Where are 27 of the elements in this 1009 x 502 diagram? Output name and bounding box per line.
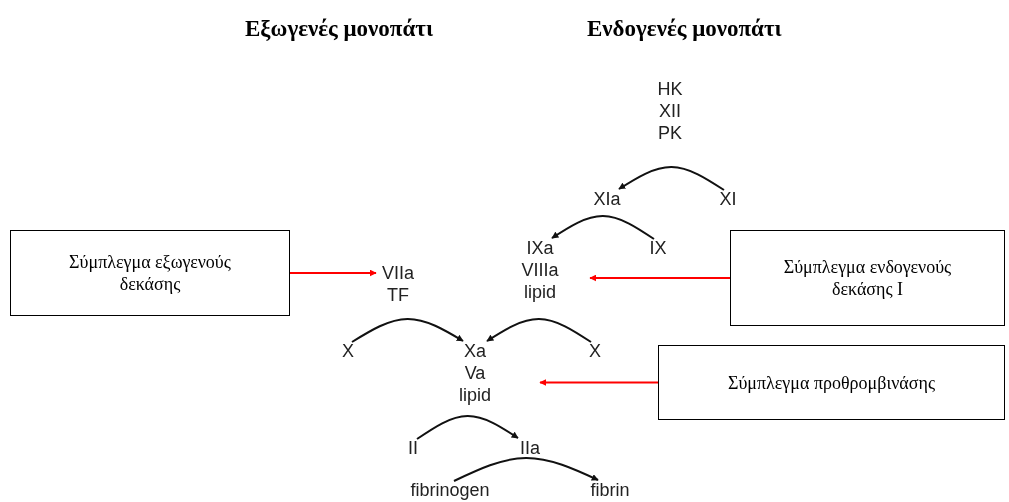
factor-label: IX (643, 237, 673, 259)
callout-box: Σύμπλεγμα προθρομβινάσης (658, 345, 1005, 420)
factor-label: XIa (585, 188, 629, 210)
curved-arrow (551, 215, 655, 240)
pathway-heading: Ενδογενές μονοπάτι (587, 16, 782, 42)
factor-label: X (336, 340, 360, 362)
factor-label: IIa (512, 437, 548, 459)
factor-label: XI (713, 188, 743, 210)
factor-label: IXa VIIIa lipid (490, 237, 590, 303)
pointer-arrow (289, 269, 377, 277)
curved-arrow (486, 318, 592, 343)
factor-label: VIIa TF (376, 262, 420, 306)
pointer-arrow (589, 274, 731, 282)
curved-arrow (416, 415, 519, 440)
pathway-heading: Εξωγενές μονοπάτι (245, 16, 434, 42)
factor-label: fibrin (580, 479, 640, 501)
factor-label: HK XII PK (648, 78, 688, 144)
factor-label: II (401, 437, 425, 459)
curved-arrow (351, 318, 464, 343)
factor-label: X (583, 340, 607, 362)
factor-label: fibrinogen (400, 479, 500, 501)
curved-arrow (453, 457, 599, 482)
pointer-arrow (539, 379, 659, 386)
factor-label: Xa Va lipid (410, 340, 540, 406)
curved-arrow (618, 166, 725, 191)
callout-box: Σύμπλεγμα εξωγενούς δεκάσης (10, 230, 290, 316)
callout-box: Σύμπλεγμα ενδογενούς δεκάσης Ι (730, 230, 1005, 326)
